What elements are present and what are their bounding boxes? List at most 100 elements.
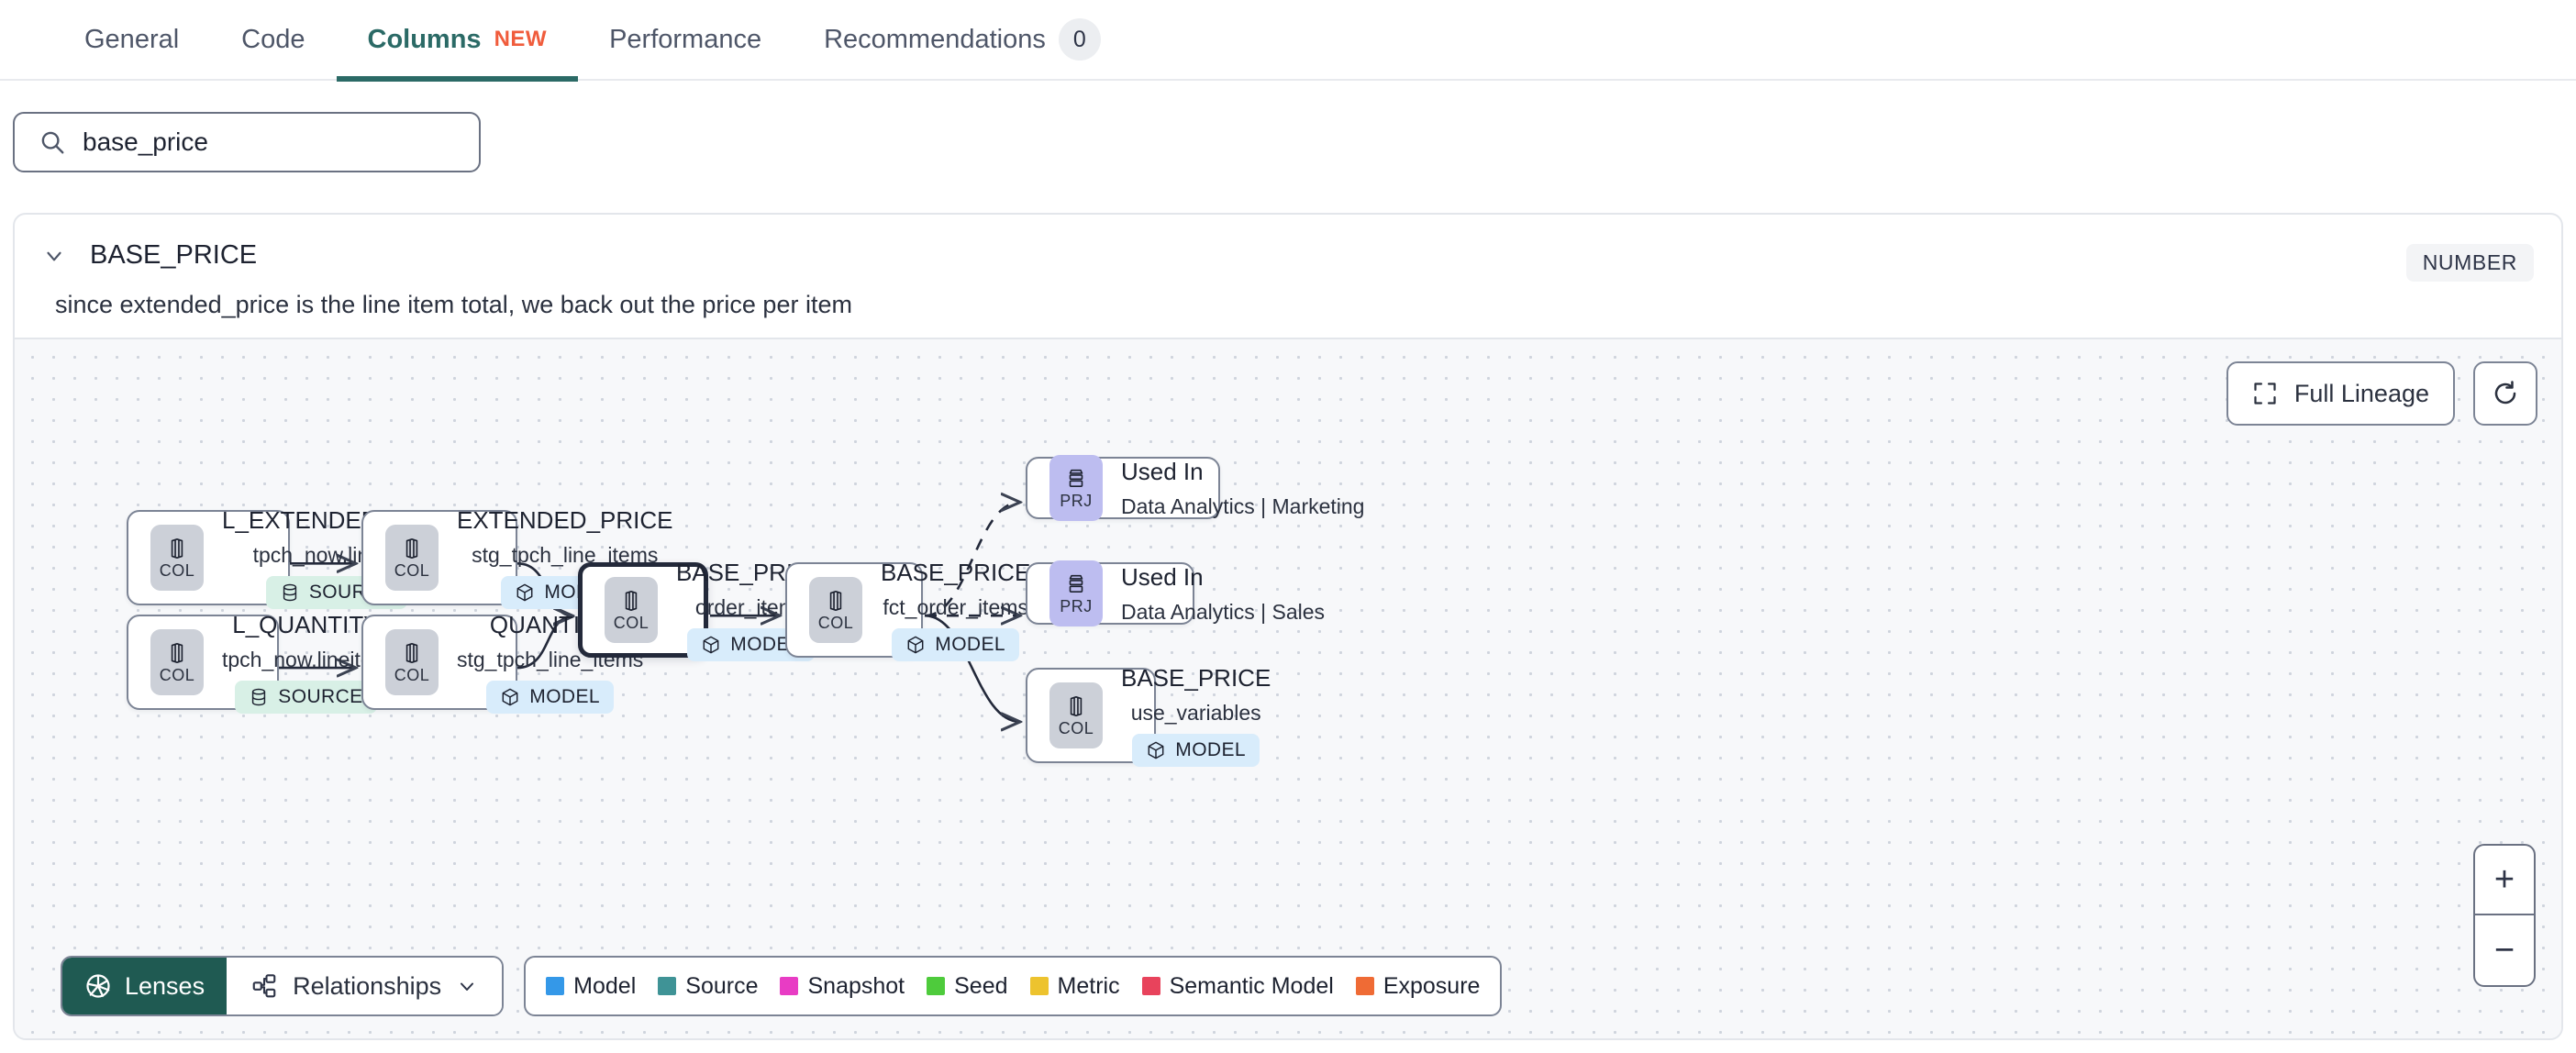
legend-item-snapshot: Snapshot bbox=[780, 973, 905, 1000]
node-kind-label: COL bbox=[159, 561, 195, 580]
node-subtitle: use_variables bbox=[1130, 701, 1261, 725]
node-tag: MODEL bbox=[1132, 734, 1260, 767]
legend-item-seed: Seed bbox=[927, 973, 1008, 1000]
tab-columns[interactable]: Columns NEW bbox=[336, 0, 579, 82]
lenses-button[interactable]: Lenses bbox=[62, 958, 228, 1014]
node-info: BASE_PRICE fct_order_items MODEL bbox=[862, 559, 1047, 661]
column-header: BASE_PRICE since extended_price is the l… bbox=[15, 215, 2561, 338]
cube-icon bbox=[701, 635, 721, 655]
tab-label: Performance bbox=[609, 24, 762, 54]
search-input[interactable]: base_price bbox=[13, 112, 481, 172]
page-title: BASE_PRICE bbox=[90, 240, 258, 270]
tab-performance[interactable]: Performance bbox=[578, 0, 793, 80]
lineage-node-base_price_use_variables[interactable]: COL BASE_PRICE use_variables MODEL bbox=[1026, 664, 1271, 767]
tab-new-badge: NEW bbox=[494, 27, 548, 51]
node-tag: MODEL bbox=[892, 628, 1019, 661]
legend-swatch bbox=[927, 977, 946, 995]
node-tag: MODEL bbox=[486, 681, 614, 714]
relationships-button[interactable]: Relationships bbox=[227, 958, 503, 1014]
node-tag-label: MODEL bbox=[1175, 739, 1246, 760]
node-kind-label: COL bbox=[1058, 719, 1094, 737]
zoom-out-button[interactable]: − bbox=[2493, 930, 2515, 970]
lineage-node-l_quantity[interactable]: COL L_QUANTITY tpch_now.lineitem SOURCE bbox=[127, 611, 390, 714]
node-tag-label: SOURCE bbox=[278, 686, 363, 707]
node-subtitle: fct_order_items bbox=[883, 595, 1028, 619]
legend-label: Snapshot bbox=[807, 972, 905, 999]
lenses-relationships-group: Lenses Relationships bbox=[61, 956, 505, 1016]
project-icon: PRJ bbox=[1049, 455, 1103, 521]
legend-item-semantic-model: Semantic Model bbox=[1141, 973, 1334, 1000]
zoom-in-button[interactable]: + bbox=[2475, 846, 2534, 915]
legend-item-model: Model bbox=[546, 973, 636, 1000]
column-description: since extended_price is the line item to… bbox=[55, 291, 852, 318]
cube-icon bbox=[500, 687, 520, 707]
tab-label: Columns bbox=[367, 24, 482, 54]
relationships-icon bbox=[250, 972, 278, 1000]
column-icon: COL bbox=[385, 525, 439, 591]
legend-label: Exposure bbox=[1382, 972, 1481, 999]
node-info: BASE_PRICE use_variables MODEL bbox=[1103, 664, 1287, 767]
legend-label: Metric bbox=[1057, 972, 1120, 999]
lineage-node-prj_sales[interactable]: PRJ Used In Data Analytics | Sales bbox=[1026, 560, 1325, 626]
lineage-legend: Model Source Snapshot Seed Metric Semant… bbox=[524, 956, 1503, 1016]
chevron-down-icon[interactable] bbox=[42, 244, 66, 268]
database-icon bbox=[280, 582, 300, 603]
node-kind-label: COL bbox=[394, 666, 430, 684]
column-icon: COL bbox=[385, 629, 439, 695]
full-lineage-label: Full Lineage bbox=[2293, 379, 2429, 407]
tab-code[interactable]: Code bbox=[210, 0, 336, 80]
refresh-button[interactable] bbox=[2473, 361, 2537, 426]
node-info: Used In Data Analytics | Sales bbox=[1103, 563, 1341, 625]
node-tag-label: MODEL bbox=[935, 634, 1005, 655]
lineage-node-quantity[interactable]: COL QUANTITY stg_tpch_line_items MODEL bbox=[361, 611, 643, 714]
node-kind-label: PRJ bbox=[1060, 597, 1093, 615]
legend-swatch bbox=[1029, 977, 1049, 995]
zoom-controls: + − bbox=[2473, 844, 2536, 987]
node-title: BASE_PRICE bbox=[1121, 664, 1271, 692]
search-icon bbox=[39, 128, 66, 156]
column-icon: COL bbox=[150, 629, 204, 695]
lineage-node-extended_price[interactable]: COL EXTENDED_PRICE stg_tpch_line_items M… bbox=[361, 506, 673, 609]
node-title: Used In bbox=[1121, 457, 1204, 485]
tab-count-badge: 0 bbox=[1058, 18, 1101, 61]
aperture-icon bbox=[84, 972, 112, 1000]
legend-label: Source bbox=[685, 972, 759, 999]
node-title: L_QUANTITY bbox=[232, 611, 380, 638]
lineage-node-l_extendedprice[interactable]: COL L_EXTENDEDPRICE tpch_now.lineitem SO… bbox=[127, 506, 451, 609]
column-icon: COL bbox=[809, 577, 862, 643]
cube-icon bbox=[905, 635, 926, 655]
lineage-node-prj_marketing[interactable]: PRJ Used In Data Analytics | Marketing bbox=[1026, 455, 1364, 521]
expand-icon bbox=[2252, 381, 2278, 406]
lineage-node-base_price_order_items[interactable]: COL BASE_PRICE order_items MODEL bbox=[578, 559, 826, 661]
node-subtitle: Data Analytics | Sales bbox=[1121, 599, 1326, 624]
node-info: Used In Data Analytics | Marketing bbox=[1103, 458, 1381, 519]
node-tag: SOURCE bbox=[235, 681, 377, 714]
lineage-node-base_price_fct_order_items[interactable]: COL BASE_PRICE fct_order_items MODEL bbox=[785, 559, 1030, 661]
legend-swatch bbox=[1141, 977, 1160, 995]
chevron-down-icon bbox=[456, 975, 478, 997]
relationships-label: Relationships bbox=[293, 971, 442, 1000]
refresh-icon bbox=[2491, 379, 2520, 408]
cube-icon bbox=[515, 582, 535, 603]
lineage-edges bbox=[279, 339, 2561, 1038]
node-kind-label: COL bbox=[159, 666, 195, 684]
node-title: Used In bbox=[1121, 562, 1204, 591]
node-kind-label: COL bbox=[817, 614, 854, 632]
node-title: EXTENDED_PRICE bbox=[457, 506, 673, 534]
full-lineage-button[interactable]: Full Lineage bbox=[2226, 361, 2455, 426]
lineage-canvas[interactable]: COL L_EXTENDEDPRICE tpch_now.lineitem SO… bbox=[15, 338, 2561, 1038]
legend-swatch bbox=[658, 977, 677, 995]
legend-swatch bbox=[1355, 977, 1374, 995]
database-icon bbox=[249, 687, 269, 707]
search-value: base_price bbox=[83, 127, 208, 156]
column-type-badge: NUMBER bbox=[2405, 244, 2534, 282]
tab-general[interactable]: General bbox=[53, 0, 210, 80]
lineage-controls: Full Lineage bbox=[2226, 361, 2537, 426]
lenses-label: Lenses bbox=[125, 971, 205, 1000]
legend-item-metric: Metric bbox=[1029, 972, 1120, 1000]
node-tag-label: MODEL bbox=[529, 686, 600, 707]
column-icon: COL bbox=[1049, 682, 1103, 748]
legend-item-source: Source bbox=[658, 973, 758, 1000]
